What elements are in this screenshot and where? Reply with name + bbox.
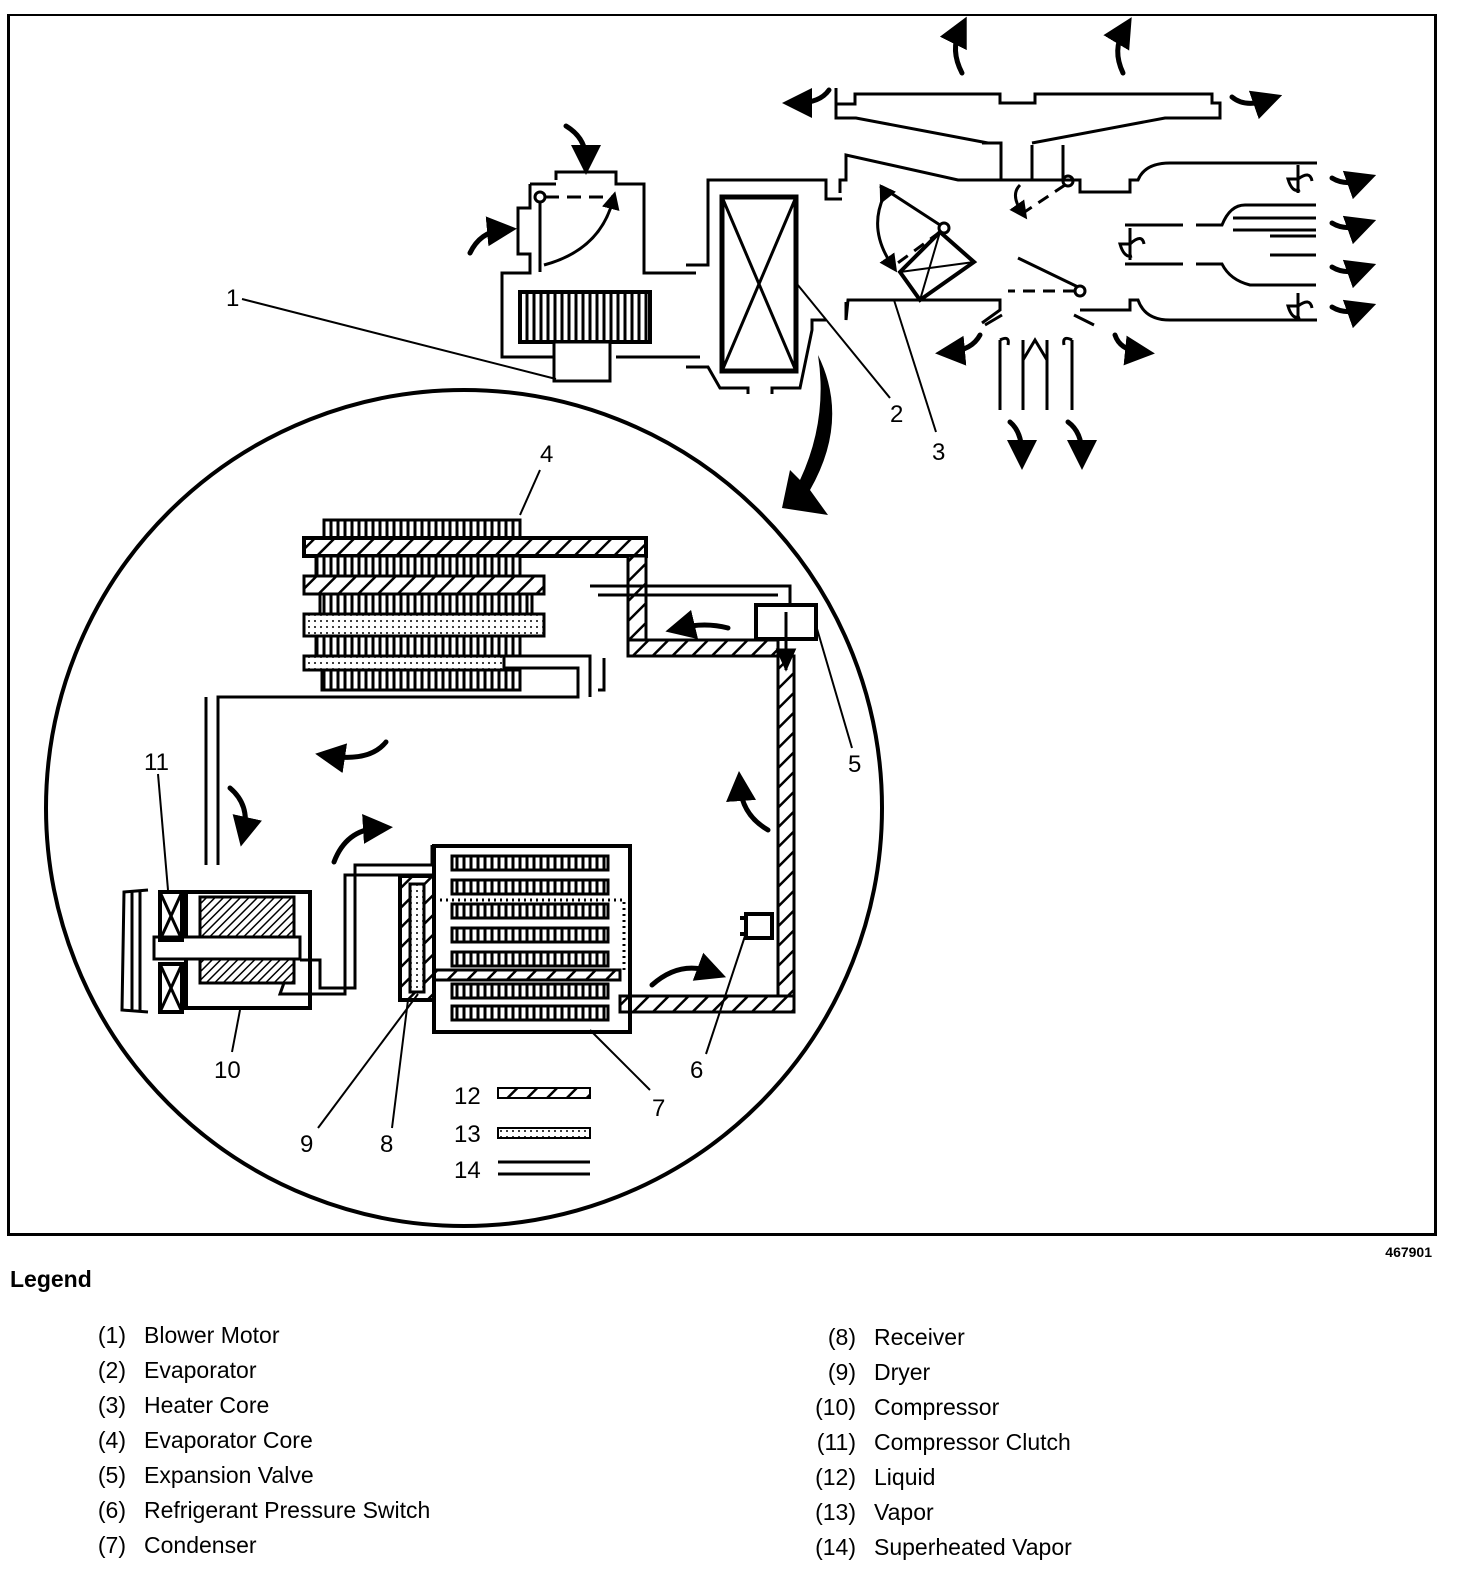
pressure-switch <box>740 912 774 940</box>
callout-7: 7 <box>652 1095 665 1122</box>
legend-label: Blower Motor <box>144 1322 280 1348</box>
condenser <box>428 844 632 1034</box>
compressor <box>120 888 312 1014</box>
legend-number: (14) <box>815 1534 856 1560</box>
callout-10: 10 <box>214 1057 241 1084</box>
legend-label: Compressor <box>874 1394 1000 1420</box>
legend-title: Legend <box>10 1266 92 1292</box>
callout-8: 8 <box>380 1131 393 1158</box>
legend-number: (5) <box>97 1462 126 1488</box>
legend-item: (8) Receiver <box>800 1320 1072 1355</box>
key-liquid <box>497 1087 591 1099</box>
callout-9: 9 <box>300 1131 313 1158</box>
legend-item: (11) Compressor Clutch <box>800 1425 1072 1460</box>
callout-3: 3 <box>932 439 945 466</box>
line-type-key <box>497 1087 591 1176</box>
legend-number: (2) <box>97 1357 126 1383</box>
callout-2: 2 <box>890 401 903 428</box>
airflow-arrows <box>467 16 1377 470</box>
legend-item: (6) Refrigerant Pressure Switch <box>70 1493 430 1528</box>
blower-housing <box>500 170 700 383</box>
legend-label: Evaporator Core <box>144 1427 313 1453</box>
callout-13: 13 <box>454 1121 481 1148</box>
legend-label: Liquid <box>874 1464 936 1490</box>
callout-14: 14 <box>454 1157 481 1184</box>
detail-callout-arrow <box>782 355 833 515</box>
legend-number: (7) <box>97 1532 126 1558</box>
mode-doors <box>876 174 1087 298</box>
legend-column-left: (1) Blower Motor (2) Evaporator (3) Heater … <box>70 1318 430 1563</box>
callout-5: 5 <box>848 751 861 778</box>
vent-register-symbols <box>1118 165 1314 320</box>
legend-item: (9) Dryer <box>800 1355 1072 1390</box>
callout-12: 12 <box>454 1083 481 1110</box>
legend-item: (10) Compressor <box>800 1390 1072 1425</box>
legend-number: (12) <box>815 1464 856 1490</box>
legend-label: Expansion Valve <box>144 1462 314 1488</box>
callout-labels: 1 2 3 4 5 6 7 8 9 10 11 12 13 14 <box>144 285 945 1184</box>
legend-label: Refrigerant Pressure Switch <box>144 1497 431 1523</box>
detail-circle <box>44 388 884 1228</box>
legend-number: (6) <box>97 1497 126 1523</box>
legend-item: (14) Superheated Vapor <box>800 1530 1072 1565</box>
refrigerant-flow-arrows <box>227 609 771 988</box>
legend-number: (11) <box>816 1429 856 1455</box>
expansion-valve <box>754 603 818 672</box>
legend-number: (13) <box>815 1499 856 1525</box>
legend-column-right: (8) Receiver (9) Dryer (10) Compressor (11)… <box>800 1320 1072 1565</box>
ac-system-diagram: 1 2 3 4 5 6 7 8 9 10 11 12 13 14 <box>44 16 1377 1228</box>
callout-11: 11 <box>144 749 169 776</box>
legend-label: Heater Core <box>144 1392 270 1418</box>
legend-item: (13) Vapor <box>800 1495 1072 1530</box>
figure-id: 467901 <box>1385 1244 1432 1260</box>
legend-item: (12) Liquid <box>800 1460 1072 1495</box>
diagram-frame <box>7 14 1437 1236</box>
receiver-dryer <box>398 874 436 1002</box>
legend-number: (8) <box>827 1324 856 1350</box>
refrigerant-lines <box>204 584 796 1014</box>
legend-item: (4) Evaporator Core <box>70 1423 430 1458</box>
legend-item: (1) Blower Motor <box>70 1318 430 1353</box>
legend-number: (1) <box>97 1322 126 1348</box>
legend-label: Dryer <box>874 1359 931 1385</box>
legend-item: (2) Evaporator <box>70 1353 430 1388</box>
legend-number: (3) <box>97 1392 126 1418</box>
legend-label: Vapor <box>874 1499 934 1525</box>
legend-item: (7) Condenser <box>70 1528 430 1563</box>
legend-label: Condenser <box>144 1532 257 1558</box>
legend-label: Superheated Vapor <box>874 1534 1072 1560</box>
evaporator-housing <box>686 178 842 394</box>
evaporator-core <box>302 518 648 692</box>
legend-label: Receiver <box>874 1324 965 1350</box>
legend-number: (4) <box>97 1427 126 1453</box>
key-superheated-vapor <box>498 1160 590 1176</box>
callout-4: 4 <box>540 441 553 468</box>
distribution-ducts <box>834 88 1317 410</box>
callout-1: 1 <box>226 285 239 312</box>
heater-core <box>897 229 978 303</box>
legend-item: (3) Heater Core <box>70 1388 430 1423</box>
legend-number: (10) <box>815 1394 856 1420</box>
key-vapor <box>497 1127 591 1139</box>
legend-label: Compressor Clutch <box>874 1429 1071 1455</box>
legend-item: (5) Expansion Valve <box>70 1458 430 1493</box>
legend-number: (9) <box>827 1359 856 1385</box>
legend-label: Evaporator <box>144 1357 257 1383</box>
callout-6: 6 <box>690 1057 703 1084</box>
leader-lines <box>157 283 937 1129</box>
